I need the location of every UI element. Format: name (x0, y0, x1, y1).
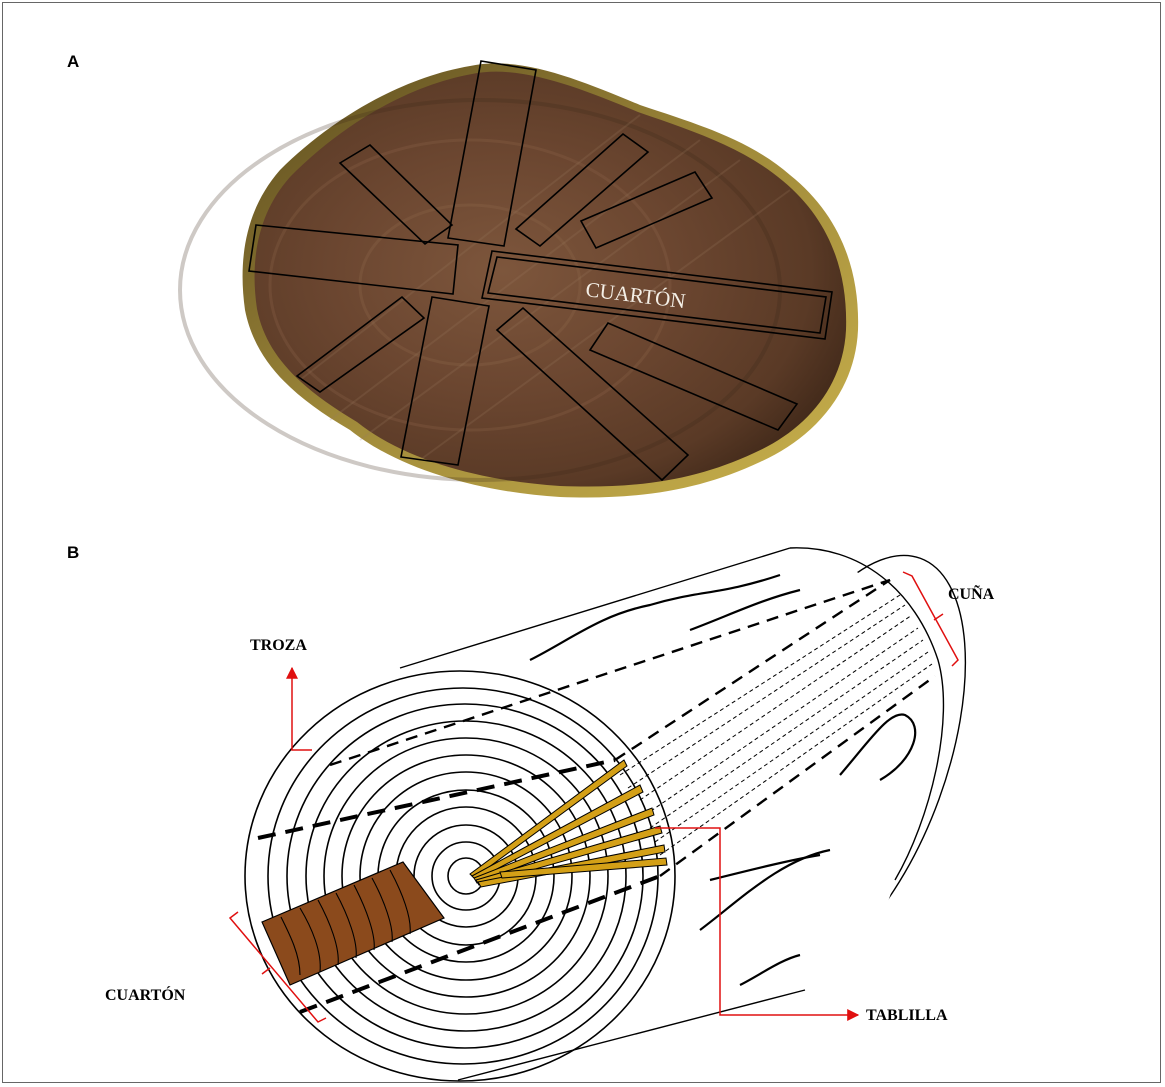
panel-b-troza-label: TROZA (250, 637, 307, 654)
panel-b-cuarton-label: CUARTÓN (105, 985, 186, 1004)
panel-b-tablilla-label: TABLILLA (866, 1007, 948, 1024)
panel-b-log-diagram: TROZA CUÑA CUARTÓN TABLILLA (105, 524, 1014, 1082)
panel-a-log-section: CUARTÓN (180, 61, 858, 498)
panel-b-cuna-label: CUÑA (948, 584, 995, 603)
